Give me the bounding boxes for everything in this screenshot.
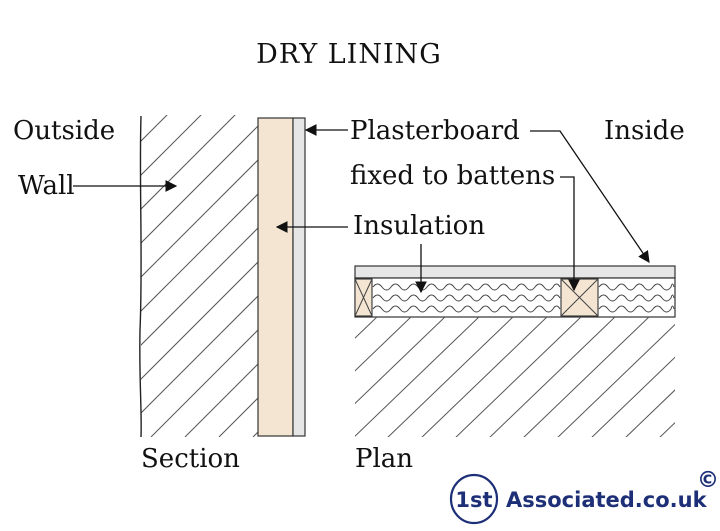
section-plasterboard [292, 117, 306, 437]
plasterboard-plan-leader [530, 130, 650, 263]
site-logo: 1st Associated.co.uk © [449, 468, 719, 525]
section-insulation [257, 117, 294, 437]
battens-label: fixed to battens [350, 161, 555, 191]
section-wall [139, 115, 258, 438]
copyright-symbol: © [697, 468, 719, 493]
section-label: Section [141, 444, 240, 474]
plasterboard-label: Plasterboard [350, 116, 520, 146]
plan-batten-middle [560, 278, 599, 317]
plan-label: Plan [355, 444, 413, 474]
plan-batten-left [354, 278, 373, 317]
plan-insulation-layer [354, 277, 676, 318]
diagram-title: DRY LINING [256, 39, 442, 70]
battens-leader [560, 176, 580, 292]
wall-label: Wall [18, 171, 75, 201]
logo-badge-text: 1st [455, 488, 492, 512]
outside-label: Outside [13, 116, 115, 146]
plan-plasterboard [354, 265, 676, 279]
insulation-label: Insulation [353, 211, 485, 241]
logo-badge-ring [449, 473, 499, 525]
logo-site-text: Associated.co.uk [506, 488, 708, 512]
inside-label: Inside [604, 116, 685, 146]
plan-wall [355, 317, 675, 437]
leader-lines [73, 124, 650, 294]
